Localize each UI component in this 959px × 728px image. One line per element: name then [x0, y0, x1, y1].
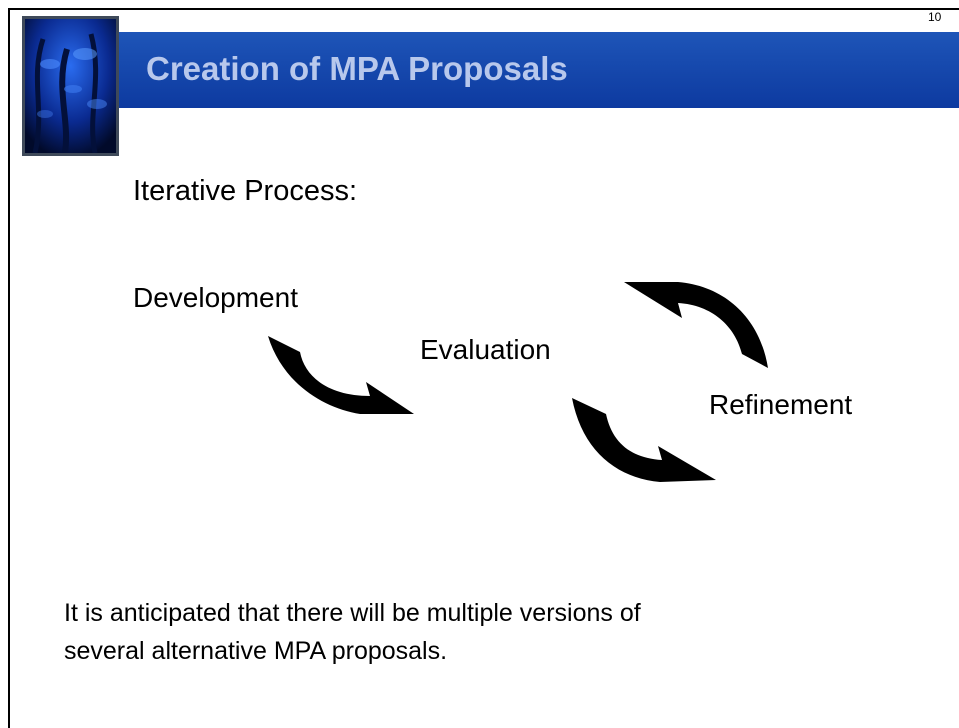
- underwater-photo: [22, 16, 119, 156]
- title-bar: [26, 32, 959, 108]
- footer-line-1: It is anticipated that there will be mul…: [64, 599, 641, 627]
- curved-arrow-icon: [268, 336, 414, 414]
- footer-line-2: several alternative MPA proposals.: [64, 637, 448, 665]
- subtitle: Iterative Process:: [133, 175, 358, 207]
- page-number: 10: [928, 10, 942, 24]
- curved-arrow-icon: [624, 282, 768, 368]
- footer-text: It is anticipated that there will be mul…: [64, 594, 641, 670]
- slide-title: Creation of MPA Proposals: [146, 50, 568, 87]
- step-development: Development: [133, 282, 298, 313]
- slide-frame: [8, 8, 959, 728]
- curved-arrow-icon: [572, 398, 716, 482]
- step-refinement: Refinement: [709, 389, 853, 420]
- step-evaluation: Evaluation: [420, 334, 551, 365]
